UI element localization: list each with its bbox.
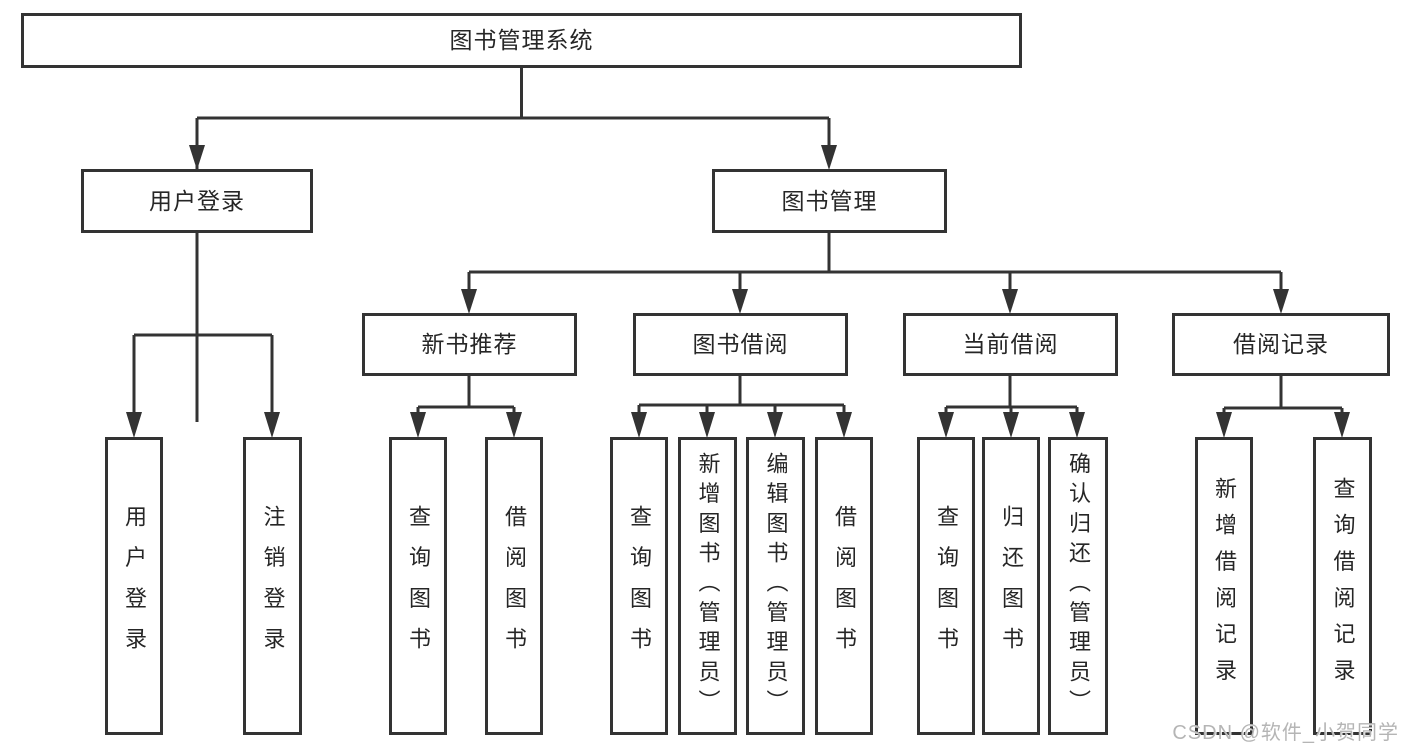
arrowhead — [1273, 289, 1289, 314]
leaf-add-borrow-record: 新增借阅记录 — [1195, 437, 1253, 735]
node-current-borrow-label: 当前借阅 — [962, 331, 1059, 357]
leaf-query-borrow-record-label: 查询借阅记录 — [1330, 477, 1356, 695]
leaf-borrow-books: 借阅图书 — [815, 437, 873, 735]
arrowhead — [506, 412, 522, 438]
node-current-borrow: 当前借阅 — [903, 313, 1118, 376]
connector-new-book-to-leaves — [410, 376, 522, 438]
node-new-book-recommend-label: 新书推荐 — [421, 331, 518, 357]
node-book-management-label: 图书管理 — [781, 187, 878, 214]
node-root: 图书管理系统 — [21, 13, 1022, 68]
arrowhead — [699, 412, 715, 438]
leaf-return-books-label: 归还图书 — [999, 504, 1024, 668]
arrowhead — [821, 145, 837, 170]
arrowhead — [410, 412, 426, 438]
leaf-query-borrow-record: 查询借阅记录 — [1313, 437, 1372, 735]
leaf-query-books-recommend: 查询图书 — [389, 437, 447, 735]
connector-root-to-level2 — [189, 68, 837, 422]
leaf-edit-books-admin-label: 编辑图书（管理员） — [763, 452, 789, 720]
arrowhead — [631, 412, 647, 438]
leaf-query-books-recommend-label: 查询图书 — [406, 504, 431, 668]
arrowhead — [1334, 412, 1350, 438]
arrowhead — [1216, 412, 1232, 438]
arrowhead — [732, 289, 748, 314]
node-borrow-records: 借阅记录 — [1172, 313, 1390, 376]
connector-current-borrow-to-leaves — [938, 376, 1085, 438]
node-root-label: 图书管理系统 — [449, 27, 594, 53]
leaf-user-login-label: 用户登录 — [122, 504, 147, 668]
leaf-add-books-admin: 新增图书（管理员） — [678, 437, 737, 735]
node-user-login-label: 用户登录 — [149, 187, 245, 214]
leaf-borrow-books-recommend-label: 借阅图书 — [502, 504, 527, 668]
node-user-login: 用户登录 — [81, 169, 313, 233]
leaf-confirm-return-admin-label: 确认归还（管理员） — [1066, 452, 1091, 720]
connector-user-login-to-leaves — [126, 233, 280, 438]
arrowhead — [836, 412, 852, 438]
leaf-add-books-admin-label: 新增图书（管理员） — [695, 452, 721, 720]
leaf-query-books-current: 查询图书 — [917, 437, 975, 735]
watermark: CSDN @软件_小贺同学 — [1172, 722, 1399, 744]
leaf-logout-label: 注销登录 — [260, 504, 286, 668]
arrowhead — [938, 412, 954, 438]
connector-book-borrow-to-leaves — [631, 376, 852, 438]
leaf-query-books-current-label: 查询图书 — [934, 504, 959, 668]
leaf-edit-books-admin: 编辑图书（管理员） — [746, 437, 805, 735]
node-new-book-recommend: 新书推荐 — [362, 313, 577, 376]
arrowhead — [1069, 412, 1085, 438]
arrowhead — [126, 412, 142, 438]
arrowhead — [189, 145, 205, 170]
arrowhead — [461, 289, 477, 314]
leaf-borrow-books-label: 借阅图书 — [832, 504, 857, 668]
leaf-borrow-books-recommend: 借阅图书 — [485, 437, 543, 735]
connector-borrow-records-to-leaves — [1216, 376, 1350, 438]
node-book-management: 图书管理 — [712, 169, 947, 233]
arrowhead — [1003, 412, 1019, 438]
leaf-query-books-borrow-label: 查询图书 — [627, 504, 652, 668]
leaf-logout: 注销登录 — [243, 437, 302, 735]
leaf-confirm-return-admin: 确认归还（管理员） — [1048, 437, 1108, 735]
leaf-add-borrow-record-label: 新增借阅记录 — [1212, 477, 1237, 695]
leaf-return-books: 归还图书 — [982, 437, 1040, 735]
node-book-borrow-label: 图书借阅 — [692, 331, 789, 357]
node-borrow-records-label: 借阅记录 — [1233, 331, 1329, 357]
connector-book-management-to-level3 — [461, 233, 1289, 314]
leaf-user-login: 用户登录 — [105, 437, 163, 735]
node-book-borrow: 图书借阅 — [633, 313, 848, 376]
arrowhead — [264, 412, 280, 438]
arrowhead — [767, 412, 783, 438]
leaf-query-books-borrow: 查询图书 — [610, 437, 668, 735]
arrowhead — [1002, 289, 1018, 314]
